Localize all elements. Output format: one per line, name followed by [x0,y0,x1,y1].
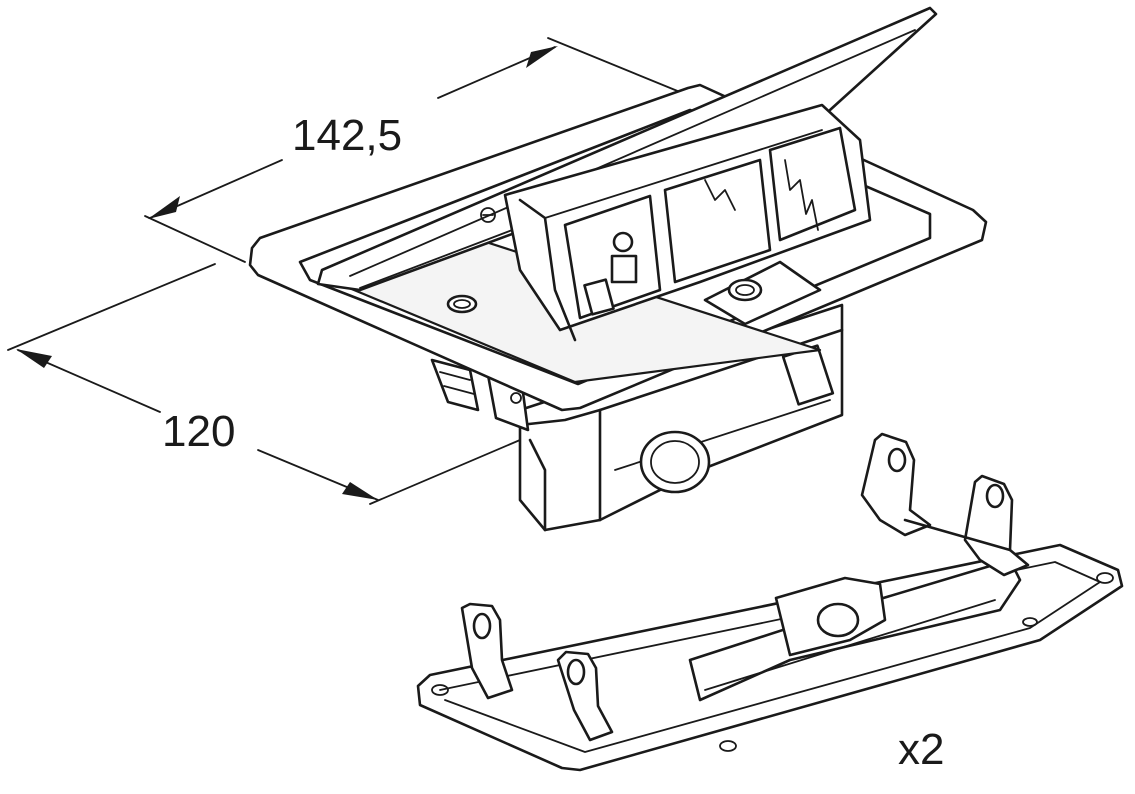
side-clip-screw [510,392,522,404]
bracket-center-hole [816,602,860,638]
frame-screw-hole-left-inner [453,299,471,309]
arrowhead-left [148,196,180,219]
arrowhead-top [16,349,52,368]
cable-outlet-grommet [727,278,763,302]
bracket-side-wall-edge [704,599,996,691]
extension-line-right [547,37,681,93]
side-clip-left-detail-2 [443,385,475,395]
lid-plate [316,6,938,292]
bracket-tab-4 [963,474,1030,577]
arrowhead-bottom [342,482,378,500]
hinged-lid [316,6,938,292]
frame-screw-hole-left [446,294,478,314]
bracket-quantity-label: x2 [898,725,945,774]
bracket-tab-3 [860,432,932,537]
lid-hinge-screw [480,207,496,223]
mounting-bracket [416,432,1124,772]
bracket-tab-4-hole [985,483,1005,509]
dimension-depth [7,263,521,505]
cable-outlet-plate [703,260,822,326]
dimension-label-width: 142,5 [292,111,403,160]
bracket-hole-left [431,684,449,696]
cable-entry-knockout-inner [650,440,700,484]
outlet-3-contact-detail [784,159,819,231]
extension-line-bottom [369,439,521,505]
bracket-hole-right [1096,572,1114,584]
extension-line-left [144,215,246,263]
lid-edge-line [349,29,916,277]
housing-edge-front [518,408,602,522]
outlet-1-contact [583,278,615,316]
socket-outlet-3 [768,126,857,242]
dimension-label-depth: 120 [162,407,236,456]
housing-side-edge [528,438,547,532]
outlet-2-contact-detail [704,179,736,211]
outlet-1-screw [612,231,634,253]
socket-module [503,103,872,342]
side-clip-left-detail [439,371,471,381]
floor-box [248,6,988,532]
socket-divider-left [518,198,577,342]
bracket-tab-2-hole [566,658,586,686]
bracket-tab-1-hole [472,612,492,640]
cable-outlet-grommet-inner [735,284,755,296]
lower-housing [430,303,844,532]
bracket-tab-3-hole [887,447,907,473]
socket-outlet-2 [663,158,772,284]
bracket-rear-rail [903,518,1012,552]
socket-top-rail [544,129,823,219]
bracket-hole-corner [1022,617,1038,627]
extension-line-top [7,263,216,351]
arrowhead-right [526,46,558,68]
outlet-1-switch [610,254,638,284]
bracket-hole-bottom [719,740,737,752]
dimension-width [144,37,681,263]
